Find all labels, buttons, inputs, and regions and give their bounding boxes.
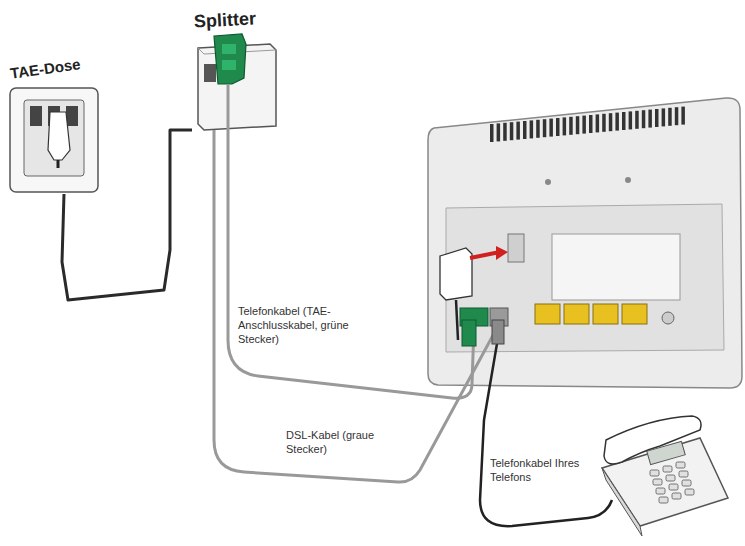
vent-slot bbox=[543, 119, 547, 137]
key-button bbox=[659, 497, 668, 503]
green-plug bbox=[462, 320, 476, 346]
vent-slot bbox=[497, 123, 501, 141]
cable-label: DSL-Kabel (graue Stecker) bbox=[286, 428, 398, 456]
cable-label: Telefonkabel (TAE-Anschlusskabel, grüne … bbox=[238, 304, 366, 346]
vent-slot bbox=[609, 113, 613, 131]
router bbox=[428, 98, 742, 388]
vent-slot bbox=[556, 118, 560, 136]
device-heading: Splitter bbox=[193, 8, 256, 32]
vent-slot bbox=[642, 110, 646, 128]
key-button bbox=[682, 480, 691, 486]
vent-slot bbox=[536, 120, 540, 138]
key-button bbox=[685, 489, 694, 495]
vent-slot bbox=[615, 113, 619, 131]
splitter-box bbox=[198, 34, 276, 130]
vent-slot bbox=[655, 109, 659, 127]
telephone bbox=[602, 416, 728, 536]
device-node: Splitter bbox=[192, 8, 282, 132]
vent-slot bbox=[668, 108, 672, 126]
dsl-cable bbox=[214, 130, 498, 482]
key-button bbox=[672, 493, 681, 499]
key-button bbox=[666, 475, 675, 481]
vent-slot bbox=[648, 110, 652, 128]
socket-cable bbox=[62, 130, 192, 300]
cable-label-text: Telefonkabel Ihres Telefons bbox=[490, 457, 579, 483]
vent-slot bbox=[523, 121, 527, 139]
key-button bbox=[663, 466, 672, 472]
grey-plug bbox=[492, 320, 504, 344]
vent-slot bbox=[681, 107, 685, 125]
vent-slot bbox=[530, 120, 534, 138]
vent-slot bbox=[662, 108, 666, 126]
device-heading: TAE-Dose bbox=[9, 55, 81, 82]
cable-label: Telefonkabel Ihres Telefons bbox=[490, 456, 590, 484]
cable-label-text: Telefonkabel (TAE-Anschlusskabel, grüne … bbox=[238, 305, 349, 345]
vent-slot bbox=[596, 114, 600, 132]
vent-slot bbox=[503, 123, 507, 141]
device-node: TAE-Dose bbox=[6, 56, 102, 194]
vent-slot bbox=[629, 111, 633, 129]
vent-slot bbox=[576, 116, 580, 134]
cable-label-text: DSL-Kabel (graue Stecker) bbox=[286, 429, 374, 455]
vent-slot bbox=[582, 116, 586, 134]
vent-slot bbox=[490, 124, 494, 142]
vent-slot bbox=[516, 122, 520, 140]
vent-slot bbox=[589, 115, 593, 133]
telephone-cable bbox=[480, 326, 612, 526]
vent-slot bbox=[622, 112, 626, 130]
key-button bbox=[650, 470, 659, 476]
vent-slot bbox=[549, 119, 553, 137]
key-button bbox=[656, 488, 665, 494]
vent-slot bbox=[635, 111, 639, 129]
key-button bbox=[653, 479, 662, 485]
vent-slot bbox=[510, 122, 514, 140]
vent-slot bbox=[569, 117, 573, 135]
vent-slot bbox=[563, 117, 567, 135]
vent-slot bbox=[602, 114, 606, 132]
key-button bbox=[679, 471, 688, 477]
key-button bbox=[676, 462, 685, 468]
tae-socket bbox=[10, 88, 98, 192]
key-button bbox=[669, 484, 678, 490]
phone-cable-green bbox=[228, 84, 474, 398]
vent-slot bbox=[675, 107, 679, 125]
